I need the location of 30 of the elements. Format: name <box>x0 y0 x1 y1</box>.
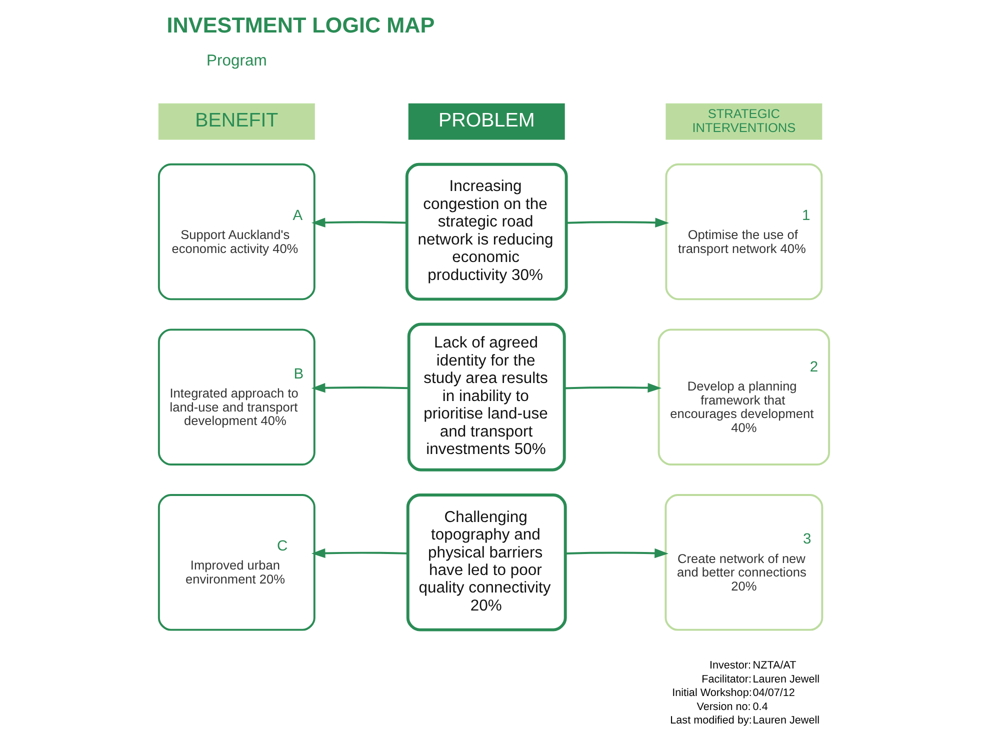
node-box: Challenging topography and physical barriers have led to poor quality connectivity 20% <box>406 494 567 632</box>
node-box: C Improved urban environment 20% <box>158 494 316 631</box>
arrow <box>566 218 670 228</box>
label: Facilitator: <box>702 673 752 686</box>
arrow <box>564 382 662 393</box>
label: 0.4 <box>752 700 768 713</box>
node-box: 2 Develop a planning framework that encourages development 40% <box>658 328 830 466</box>
arrow <box>311 548 408 558</box>
node-box: 3 Create network of new and better connections 20% <box>664 494 824 631</box>
label: Lauren Jewell <box>752 714 820 727</box>
arrow <box>566 548 668 558</box>
label: Investor: <box>710 659 751 672</box>
label: 04/07/12 <box>752 687 795 700</box>
node-box: Lack of agreed identity for the study area results in inability to prioritise land-use and transport investments 50% <box>407 322 566 472</box>
arrow <box>311 383 409 393</box>
label: NZTA/AT <box>752 659 796 672</box>
node-box: A Support Auckland's economic activity 40% <box>158 163 316 300</box>
label: Lauren Jewell <box>752 673 820 686</box>
label: Version no: <box>696 700 751 713</box>
label: Initial Workshop: <box>672 687 752 700</box>
label: STRATEGIC INTERVENTIONS <box>692 106 796 135</box>
node-box: Increasing congestion on the strategic road network is reducing economic productivity 30% <box>405 162 568 301</box>
node-box: B Integrated approach to land-use and transport development 40% <box>158 328 316 466</box>
arrow <box>311 218 407 228</box>
label: BENEFIT <box>195 109 278 132</box>
label: Last modified by: <box>670 714 752 727</box>
node-box: 1 Optimise the use of transport network 40% <box>665 163 823 300</box>
label: Program <box>206 52 267 70</box>
diagram-title: INVESTMENT LOGIC MAP <box>166 12 435 38</box>
label: PROBLEM <box>438 109 535 132</box>
